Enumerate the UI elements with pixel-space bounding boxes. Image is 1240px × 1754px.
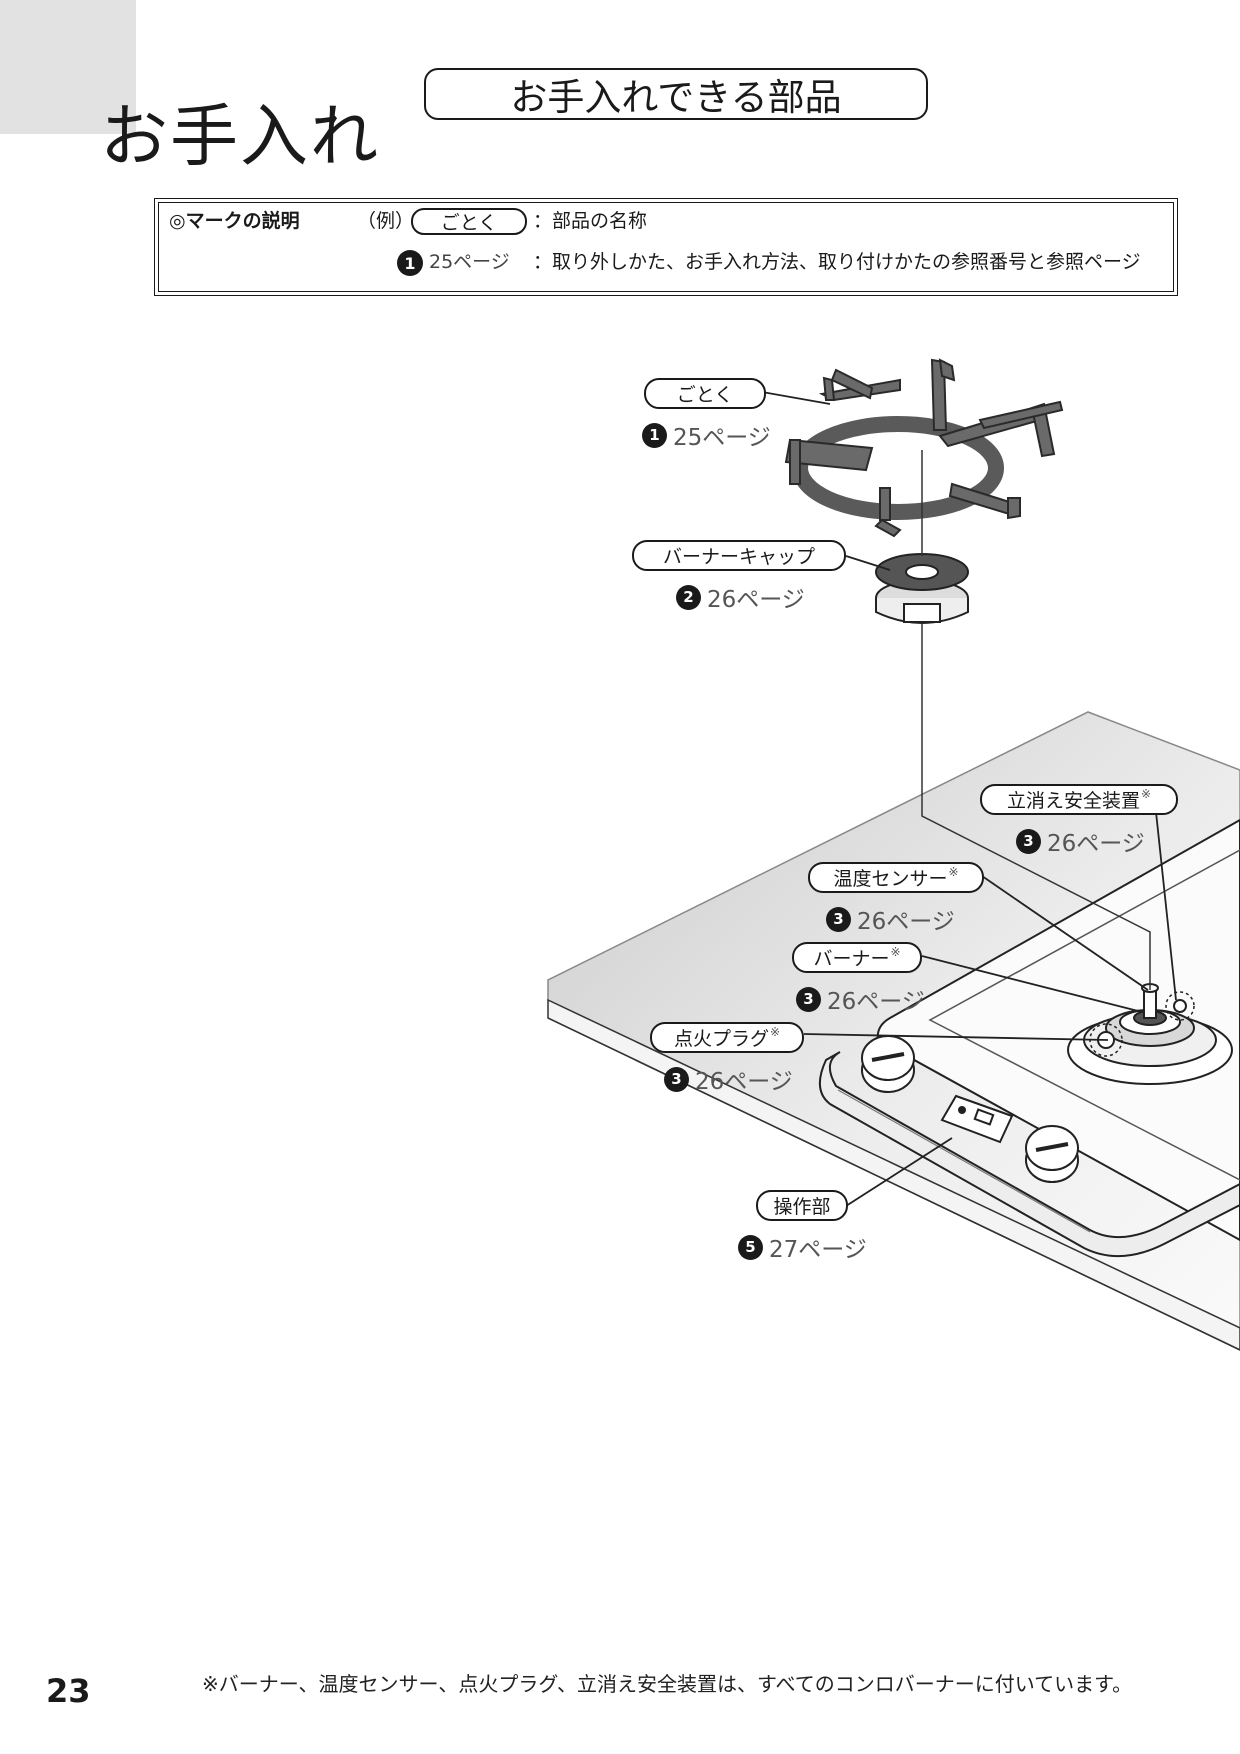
legend-example-label: （例） [357, 210, 415, 232]
burner-cap [875, 553, 969, 624]
legend-title: ◎マークの説明 [169, 210, 300, 232]
page-title: お手入れ [100, 97, 381, 177]
callout-flame-failure-device-label: 立消え安全装置※ [980, 784, 1178, 815]
ref-number-badge: 3 [826, 906, 851, 932]
control-panel [940, 1094, 1014, 1144]
control-knob-left [861, 1035, 915, 1093]
mark-legend: ◎マークの説明 （例） ごとく ：部品の名称 1 25ページ ：取り外しかた、お… [154, 198, 1178, 296]
ref-page: 26ページ [857, 909, 955, 935]
ref-page: 26ページ [1047, 831, 1145, 857]
ref-number-badge: 1 [642, 422, 667, 448]
ref-number-badge: 3 [1016, 828, 1041, 854]
callout-burner-label: バーナー※ [792, 942, 922, 973]
callout-control-panel-label: 操作部 [756, 1190, 848, 1221]
callout-temperature-sensor-label: 温度センサー※ [808, 862, 984, 893]
footnote: ※バーナー、温度センサー、点火プラグ、立消え安全装置は、すべてのコンロバーナーに… [202, 1672, 1133, 1696]
ref-number-badge: 2 [676, 584, 701, 610]
section-tab [0, 0, 136, 134]
ref-page: 27ページ [769, 1237, 867, 1263]
ref-number-badge: 5 [738, 1234, 763, 1260]
callout-ignition-plug-label: 点火プラグ※ [650, 1022, 804, 1053]
ref-page: 26ページ [827, 989, 925, 1015]
ref-number-badge: 3 [796, 986, 821, 1012]
page-number: 23 [46, 1672, 91, 1710]
legend-ref-description: ：取り外しかた、お手入れ方法、取り付けかたの参照番号と参照ページ [533, 251, 1141, 273]
legend-ref-page: 25ページ [429, 251, 510, 273]
legend-part-description: ：部品の名称 [533, 210, 648, 232]
leader-lines [761, 391, 1177, 1207]
assembly-guide-lines [921, 450, 1151, 990]
burner-assembly [1067, 983, 1233, 1085]
legend-example-part: ごとく [411, 208, 527, 235]
ref-page: 26ページ [707, 587, 805, 613]
callout-grate-label: ごとく [644, 378, 766, 409]
ref-number-badge: 3 [664, 1066, 689, 1092]
ref-page: 25ページ [673, 425, 771, 451]
ref-page: 26ページ [695, 1069, 793, 1095]
callout-burner-cap-label: バーナーキャップ [632, 540, 846, 571]
legend-ref-number: 1 [397, 250, 423, 276]
grate [784, 358, 1064, 538]
legend-inner-border [158, 202, 1174, 292]
section-subtitle: お手入れできる部品 [424, 68, 928, 120]
control-knob-right [1025, 1125, 1079, 1183]
